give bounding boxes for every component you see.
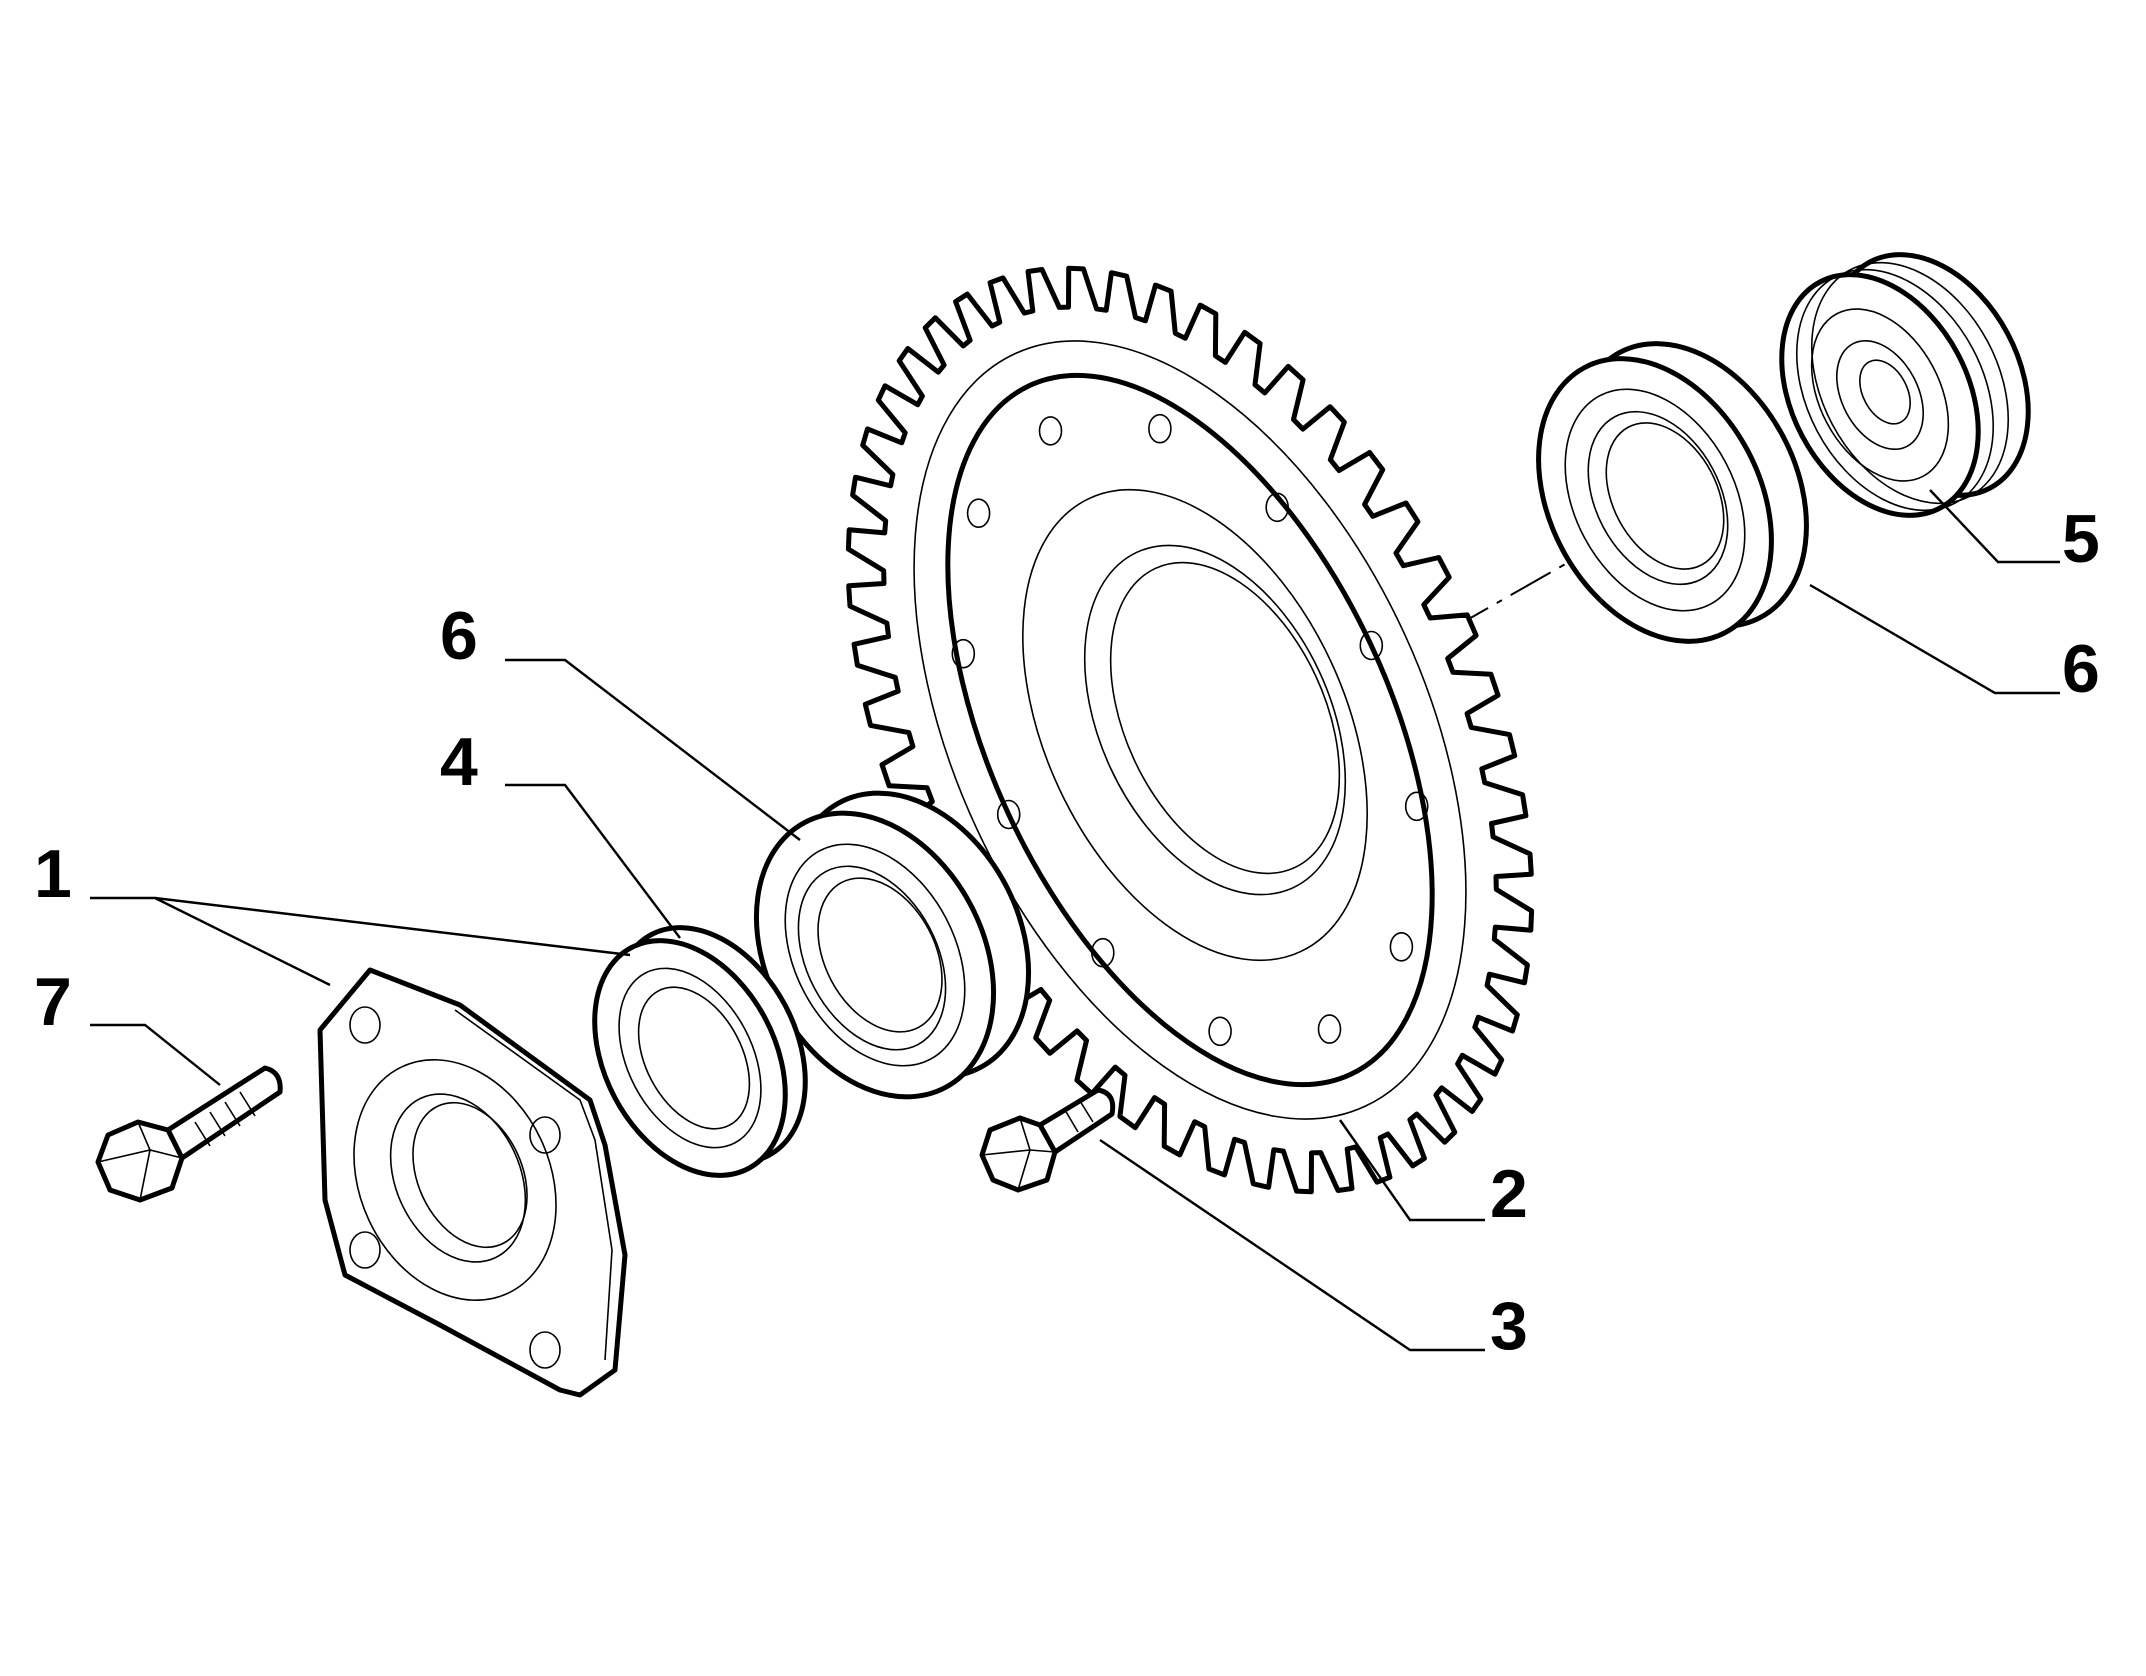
gear-bolt-hole <box>951 638 976 669</box>
bearing-race <box>1779 252 2031 518</box>
callout-4: 4 <box>440 724 478 800</box>
gear-bolt-hole <box>1038 416 1063 446</box>
callout-3: 3 <box>1490 1288 1528 1364</box>
gear-bolt-hole <box>1208 1016 1232 1047</box>
gear-bolt-hole <box>1404 791 1429 822</box>
callout-2: 2 <box>1490 1156 1528 1232</box>
callout-6-left: 6 <box>440 598 478 674</box>
gear-bolt-hole <box>1265 492 1289 523</box>
gear-bolt-hole <box>996 799 1021 830</box>
bolt-short <box>979 1087 1116 1193</box>
callout-5: 5 <box>2062 501 2100 577</box>
callout-1: 1 <box>34 836 72 912</box>
gear-bolt-hole <box>1389 931 1414 962</box>
leader-lines <box>90 489 2060 1352</box>
gear-bolt-hole <box>966 498 991 529</box>
bearing-left <box>753 790 1032 1100</box>
gear-bolt-hole <box>1317 1014 1342 1044</box>
flange-plate <box>317 967 628 1398</box>
seal-ring <box>592 925 808 1178</box>
bearing-right <box>1536 341 1809 644</box>
gear-bolt-hole <box>1359 630 1384 661</box>
gear-bolt-hole <box>1091 937 1115 968</box>
callout-6-right: 6 <box>2062 631 2100 707</box>
gear-bolt-hole <box>1148 413 1172 444</box>
bolt-long <box>95 1065 283 1203</box>
ring-gear <box>845 265 1535 1195</box>
callout-7: 7 <box>34 964 72 1040</box>
